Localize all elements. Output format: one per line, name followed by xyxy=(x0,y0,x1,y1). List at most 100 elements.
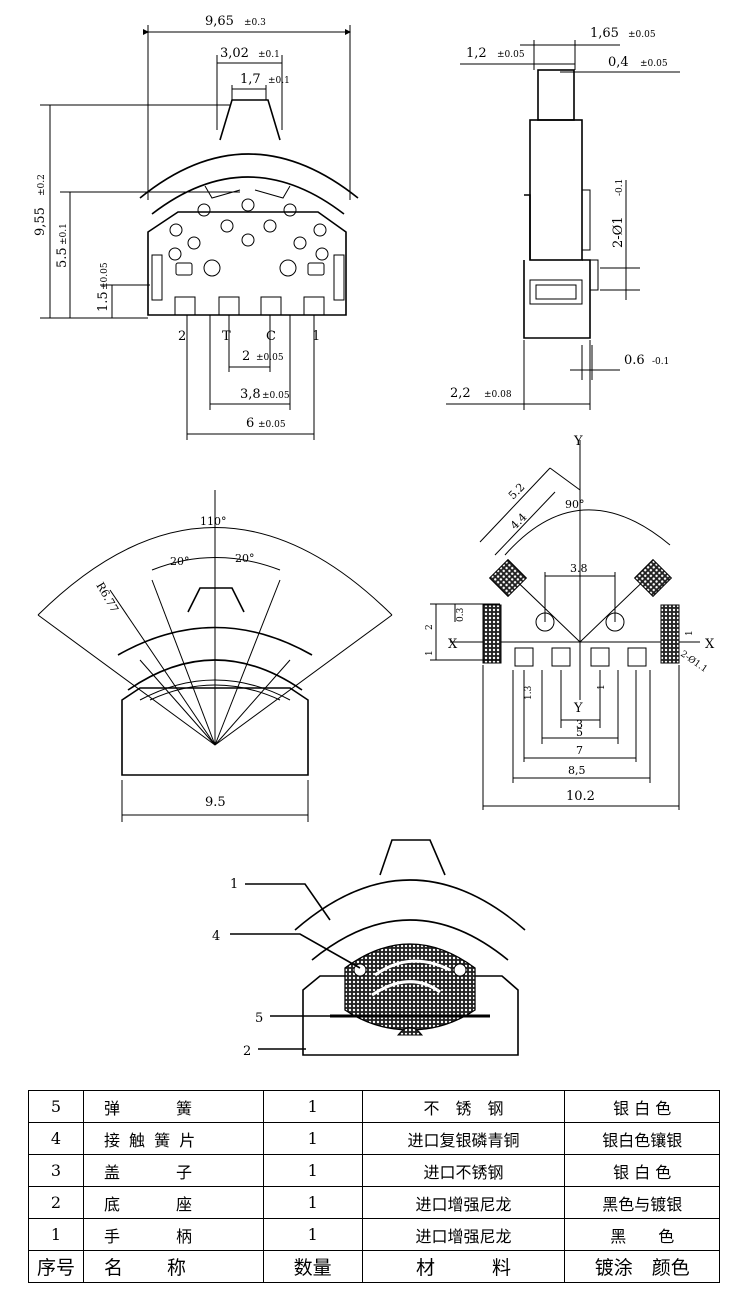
layout-axis-x-left: X xyxy=(448,637,458,652)
row-no: 2 xyxy=(28,1186,84,1219)
row-qty: 1 xyxy=(262,1090,363,1123)
row-material: 进口复银磷青铜 xyxy=(361,1122,566,1155)
row-finish: 银 白 色 xyxy=(564,1090,720,1123)
side-holes-tol: -0.1 xyxy=(615,179,625,196)
technical-drawing: 9,65 ±0.3 3,02 ±0.1 1,7 ±0.1 9,55 ±0.2 5… xyxy=(33,14,715,1059)
angle-right: 20° xyxy=(235,552,255,565)
side-holes: 2-Ø1 xyxy=(611,216,626,248)
side-d4: 0.6 xyxy=(624,353,645,368)
row-name: 接 触 簧 片 xyxy=(82,1122,264,1155)
layout-diag-1: 5.2 xyxy=(506,481,528,503)
pin-label-c: C xyxy=(266,329,276,344)
row-material: 进口增强尼龙 xyxy=(361,1186,566,1219)
side-d3: 0,4 xyxy=(608,55,629,70)
layout-d-3: 3 xyxy=(576,718,583,731)
angle-radius: R6.77 xyxy=(93,580,121,615)
row-name: 手 柄 xyxy=(82,1218,264,1251)
callout-5: 5 xyxy=(255,1011,263,1026)
dim-height-low: 1.5 xyxy=(96,291,111,312)
side-d1-tol: ±0.05 xyxy=(628,30,656,40)
dim-width-top: 3,02 xyxy=(220,46,249,61)
row-qty: 1 xyxy=(262,1122,363,1155)
row-finish: 黑色与镀银 xyxy=(564,1186,720,1219)
table-row: 4 接 触 簧 片 1 进口复银磷青铜 银白色镶银 xyxy=(28,1122,720,1155)
dim-pitch-1-tol: ±0.05 xyxy=(256,353,284,363)
layout-d-13: 1.3 xyxy=(524,685,534,700)
header-finish: 镀涂 颜色 xyxy=(564,1250,720,1283)
exploded-view: 1 4 5 2 xyxy=(212,839,526,1059)
side-d2-tol: ±0.05 xyxy=(497,50,525,60)
side-view: 1,65 ±0.05 1,2 ±0.05 0,4 ±0.05 2-Ø1 -0.1… xyxy=(446,26,680,410)
callout-4: 4 xyxy=(212,929,220,944)
row-no: 3 xyxy=(28,1154,84,1187)
front-view: 9,65 ±0.3 3,02 ±0.1 1,7 ±0.1 9,55 ±0.2 5… xyxy=(33,14,359,440)
layout-d-1-right: 1 xyxy=(685,630,695,636)
table-row: 2 底 座 1 进口增强尼龙 黑色与镀银 xyxy=(28,1186,720,1219)
dim-width-tip-tol: ±0.1 xyxy=(268,76,290,86)
angle-left: 20° xyxy=(170,555,190,568)
dim-height-mid: 5.5 xyxy=(55,247,70,268)
side-d2: 1,2 xyxy=(466,46,487,61)
row-qty: 1 xyxy=(262,1218,363,1251)
dim-width-top-tol: ±0.1 xyxy=(258,50,280,60)
dim-pitch-2: 3,8 xyxy=(240,387,261,402)
layout-holes: 2-Ø1.1 xyxy=(678,648,709,674)
pin-label-t: T xyxy=(222,329,231,344)
layout-d-7: 7 xyxy=(576,744,583,757)
layout-d-1-bottom: 1 xyxy=(597,684,607,690)
callout-2: 2 xyxy=(243,1044,251,1059)
layout-view: Y X X 5.2 4.4 90° 3.8 2 1 0.3 1 2-Ø1 xyxy=(425,434,715,810)
front-holes xyxy=(168,198,329,277)
layout-axis-y-bottom: Y xyxy=(573,701,583,716)
row-material: 进口不锈钢 xyxy=(361,1154,566,1187)
dim-width-overall-tol: ±0.3 xyxy=(244,18,266,28)
dim-pitch-1: 2 xyxy=(242,349,250,364)
row-no: 1 xyxy=(28,1218,84,1251)
row-finish: 黑 色 xyxy=(564,1218,720,1251)
angle-total: 110° xyxy=(200,515,227,528)
dim-height-low-tol: ±0.05 xyxy=(100,262,110,290)
row-name: 弹 簧 xyxy=(82,1090,264,1123)
row-no: 4 xyxy=(28,1122,84,1155)
row-name: 盖 子 xyxy=(82,1154,264,1187)
layout-axis-y-top: Y xyxy=(573,434,583,449)
layout-d-102: 10.2 xyxy=(566,789,595,804)
table-header-row: 序号 名 称 数量 材 料 镀涂 颜色 xyxy=(28,1250,720,1283)
header-name: 名 称 xyxy=(82,1250,264,1283)
dim-height-overall: 9,55 xyxy=(33,207,48,236)
dim-pitch-3-tol: ±0.05 xyxy=(258,420,286,430)
layout-d-85: 8,5 xyxy=(568,764,586,777)
dim-pitch-3: 6 xyxy=(246,416,254,431)
row-finish: 银白色镶银 xyxy=(564,1122,720,1155)
header-material: 材 料 xyxy=(361,1250,566,1283)
layout-d-2: 2 xyxy=(425,624,435,630)
table-row: 3 盖 子 1 进口不锈钢 银 白 色 xyxy=(28,1154,720,1187)
layout-d-38: 3.8 xyxy=(570,562,588,575)
header-no: 序号 xyxy=(28,1250,84,1283)
row-material: 进口增强尼龙 xyxy=(361,1218,566,1251)
table-row: 1 手 柄 1 进口增强尼龙 黑 色 xyxy=(28,1218,720,1251)
dim-height-mid-tol: ±0.1 xyxy=(59,223,69,245)
pin-label-1: 1 xyxy=(312,329,320,344)
pin-label-2: 2 xyxy=(178,329,186,344)
layout-angle: 90° xyxy=(565,498,585,511)
angle-width: 9.5 xyxy=(205,795,226,810)
row-qty: 1 xyxy=(262,1154,363,1187)
side-d5: 2,2 xyxy=(450,386,471,401)
dim-pitch-2-tol: ±0.05 xyxy=(262,391,290,401)
side-d3-tol: ±0.05 xyxy=(640,59,668,69)
layout-d-5: 5 xyxy=(576,726,583,739)
angle-view: 110° 20° 20° R6.77 9.5 xyxy=(37,490,393,822)
header-qty: 数量 xyxy=(262,1250,363,1283)
dim-width-tip: 1,7 xyxy=(240,72,261,87)
layout-d-03: 0.3 xyxy=(456,607,466,622)
table-row: 5 弹 簧 1 不 锈 钢 银 白 色 xyxy=(28,1090,720,1123)
dim-width-overall: 9,65 xyxy=(205,14,234,29)
callout-1: 1 xyxy=(230,877,238,892)
side-d5-tol: ±0.08 xyxy=(484,390,512,400)
side-d1: 1,65 xyxy=(590,26,619,41)
row-material: 不 锈 钢 xyxy=(361,1090,566,1123)
row-no: 5 xyxy=(28,1090,84,1123)
row-name: 底 座 xyxy=(82,1186,264,1219)
row-finish: 银 白 色 xyxy=(564,1154,720,1187)
